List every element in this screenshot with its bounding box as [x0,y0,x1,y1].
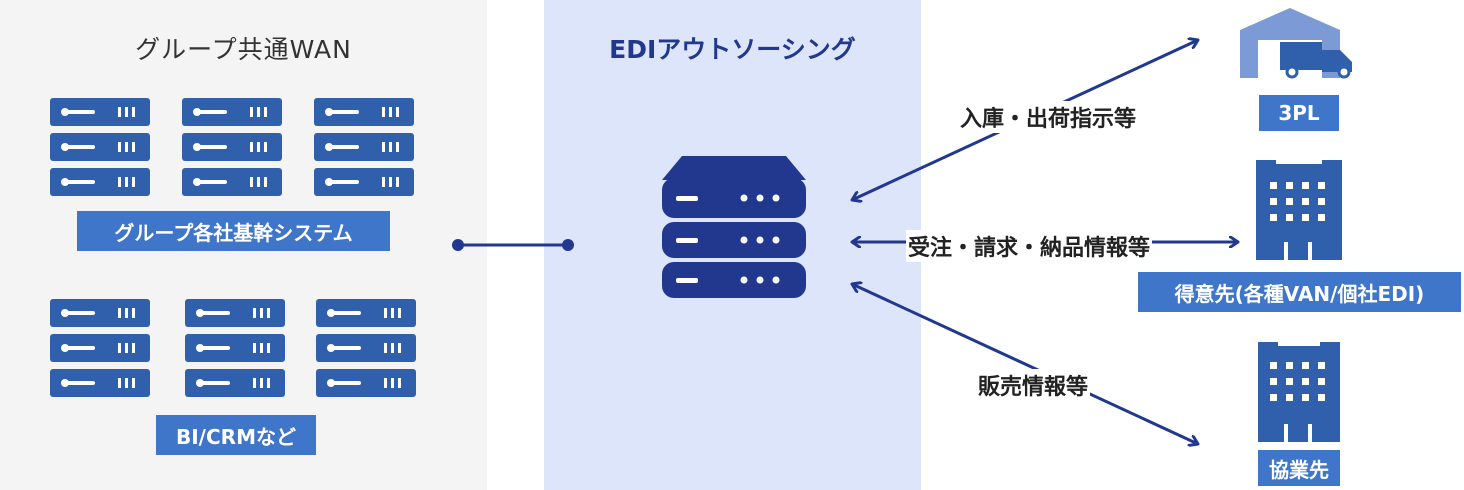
server-rack-unit [314,133,414,161]
server-rack-unit [50,133,150,161]
group-wan-title: グループ共通WAN [135,35,352,64]
server-rack-unit [182,133,282,161]
server-rack-unit [50,334,150,362]
core-systems-label: グループ各社基幹システム [77,211,390,251]
server-rack-unit [185,334,285,362]
server-rack-unit [50,299,150,327]
server-rack-unit [182,168,282,196]
partner-3pl-label: 3PL [1259,95,1339,131]
edi-server-icon [662,156,806,298]
server-rack-unit [50,168,150,196]
server-rack-unit [314,98,414,126]
server-rack-unit [185,369,285,397]
partner-customers-label: 得意先(各種VAN/個社EDI) [1138,272,1461,312]
server-rack-unit [50,369,150,397]
server-rack-unit [50,98,150,126]
server-rack-unit [316,299,416,327]
edge-label-sales-info: 販売情報等 [976,369,1091,401]
edi-outsourcing-title: EDIアウトソーシング [609,35,856,64]
wan-edi-connector [452,239,574,251]
warehouse-truck-icon [1240,8,1352,79]
server-rack-unit [316,334,416,362]
edge-label-order-billing: 受注・請求・納品情報等 [906,230,1153,262]
server-rack-unit [182,98,282,126]
server-rack-unit [185,299,285,327]
customer-building-icon [1256,160,1342,260]
partner-building-icon [1258,342,1340,442]
server-rack-unit [316,369,416,397]
edge-label-warehouse-instructions: 入庫・出荷指示等 [958,101,1139,133]
server-rack-unit [314,168,414,196]
bi-crm-label: BI/CRMなど [156,415,316,455]
partner-collaborators-label: 協業先 [1258,450,1340,486]
arrow-partners [852,284,1198,444]
